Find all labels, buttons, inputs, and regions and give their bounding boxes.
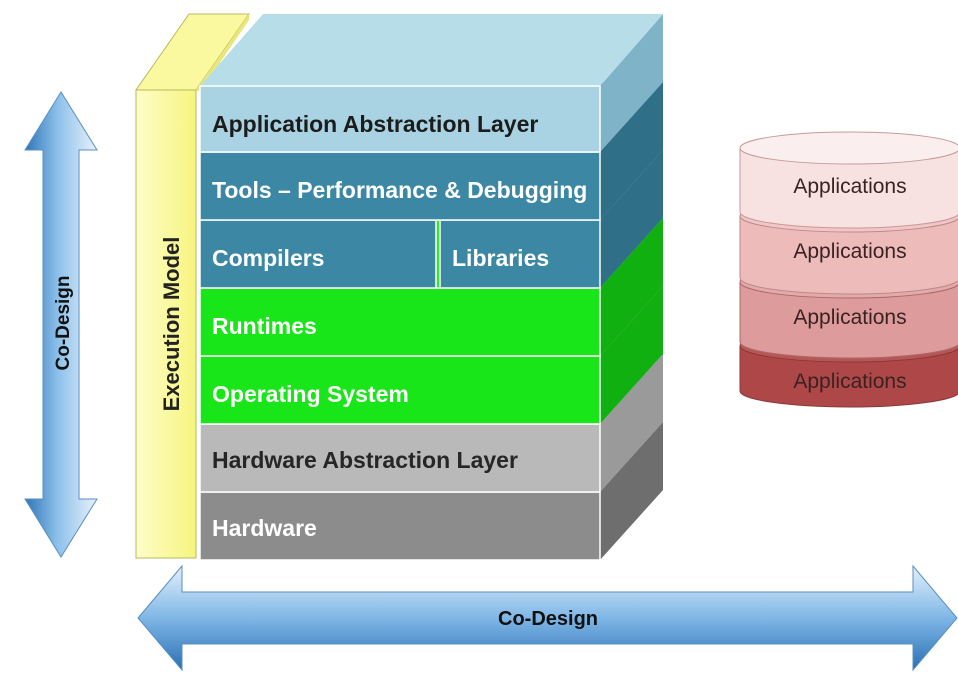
layer-compilers-label: Compilers bbox=[212, 245, 324, 271]
layer-libraries-label: Libraries bbox=[452, 245, 549, 271]
applications-label-3: Applications bbox=[793, 306, 906, 329]
applications-label-1: Applications bbox=[793, 175, 906, 198]
layer-hardware-label: Hardware bbox=[212, 515, 317, 541]
applications-label-2: Applications bbox=[793, 240, 906, 263]
layer-stack: Hardware Hardware Abstraction Layer Oper… bbox=[199, 14, 663, 561]
horizontal-co-design-arrow: Co-Design bbox=[137, 564, 958, 672]
layer-hardware-abstraction-label: Hardware Abstraction Layer bbox=[212, 447, 518, 473]
applications-stack: Applications Applications Applications A… bbox=[739, 131, 958, 408]
execution-model-pillar: Execution Model bbox=[135, 13, 250, 559]
execution-model-label: Execution Model bbox=[159, 237, 184, 412]
layer-application-abstraction: Application Abstraction Layer bbox=[199, 14, 663, 153]
layer-runtimes-label: Runtimes bbox=[212, 313, 317, 339]
layer-tools-label: Tools – Performance & Debugging bbox=[212, 177, 587, 203]
applications-label-4: Applications bbox=[793, 370, 906, 393]
vertical-co-design-label: Co-Design bbox=[53, 276, 74, 371]
horizontal-co-design-label: Co-Design bbox=[498, 608, 598, 630]
layer-application-abstraction-label: Application Abstraction Layer bbox=[212, 111, 538, 137]
layer-operating-system-label: Operating System bbox=[212, 381, 409, 407]
vertical-co-design-arrow: Co-Design bbox=[24, 91, 98, 558]
applications-disk-1: Applications bbox=[739, 131, 958, 229]
